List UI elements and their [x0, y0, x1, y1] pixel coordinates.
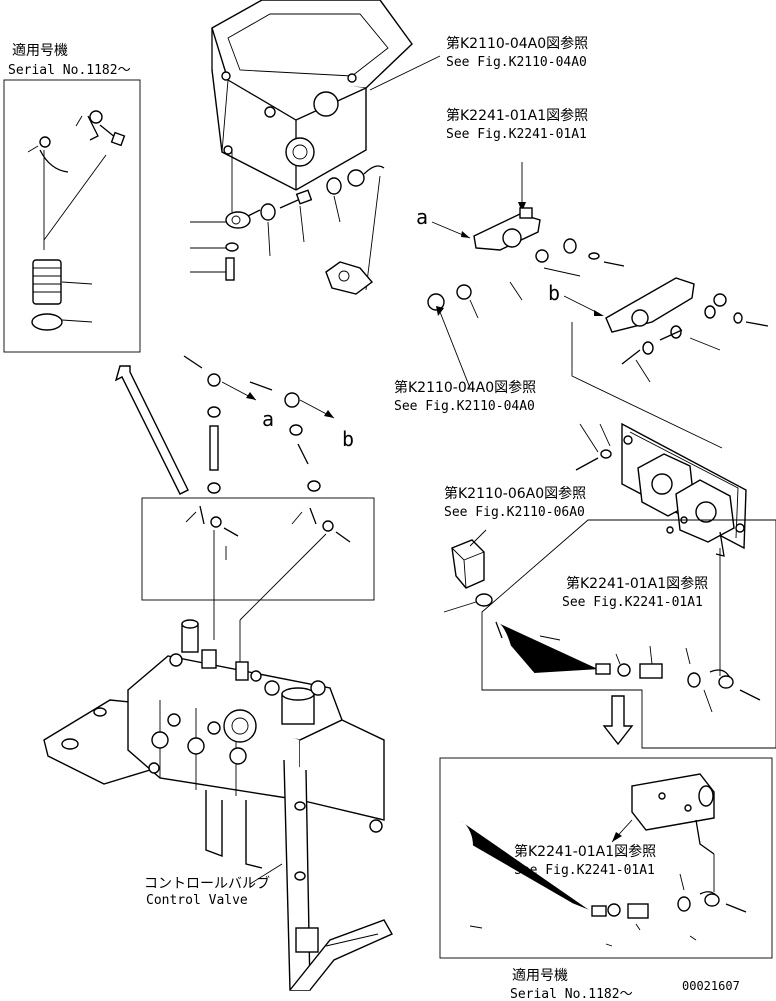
marker-a-mid: a [262, 407, 274, 431]
ref2-jp: 第K2241-01A1図参照 [446, 107, 588, 124]
ref1-en: See Fig.K2110-04A0 [446, 55, 587, 70]
inset-bottom-right-en: Serial No.1182～ [510, 987, 633, 1001]
ref5-en: See Fig.K2241-01A1 [562, 595, 703, 610]
inset-parts [27, 110, 126, 331]
inset-box-top-left: 適用号機 Serial No.1182～ [3, 42, 141, 353]
arrow-down [602, 695, 634, 746]
lever-b-group: b [548, 277, 769, 449]
lever-a-group: a [416, 162, 625, 267]
inset-bottom-right-label: 適用号機 Serial No.1182～ [510, 967, 633, 1001]
marker-b-top: b [548, 281, 560, 305]
ref1-jp: 第K2110-04A0図参照 [446, 35, 588, 52]
ref-label-6: 第K2241-01A1図参照 See Fig.K2241-01A1 [514, 843, 656, 878]
detail-box-right [481, 519, 776, 749]
hinge-bracket [575, 422, 747, 557]
marker-a-top: a [416, 205, 428, 229]
control-valve [43, 619, 393, 991]
ref-label-4: 第K2110-06A0図参照 See Fig.K2110-06A0 [444, 485, 586, 520]
inset-top-left-jp: 適用号機 [12, 42, 68, 59]
arrow-to-inset [114, 365, 189, 495]
drawing-number: 00021607 [682, 979, 740, 993]
ref-label-3: 第K2110-04A0図参照 See Fig.K2110-04A0 [394, 379, 536, 414]
inset-box-bottom-right [439, 757, 773, 959]
inset-bottom-right-jp: 適用号機 [512, 967, 568, 984]
linkage-parts-center: a b [183, 355, 354, 494]
control-valve-en: Control Valve [146, 893, 248, 908]
detail-box-center [141, 497, 375, 662]
ref3-en: See Fig.K2110-04A0 [394, 399, 535, 414]
ref2-en: See Fig.K2241-01A1 [446, 127, 587, 142]
ref6-en: See Fig.K2241-01A1 [514, 863, 655, 878]
control-valve-label: コントロールバルブ Control Valve [144, 863, 283, 908]
ref-label-5: 第K2241-01A1図参照 See Fig.K2241-01A1 [562, 575, 708, 610]
ref-label-2: 第K2241-01A1図参照 See Fig.K2241-01A1 [446, 107, 588, 142]
ref6-jp: 第K2241-01A1図参照 [514, 843, 656, 860]
knob-block [443, 529, 493, 613]
ref5-jp: 第K2241-01A1図参照 [566, 575, 708, 592]
ref4-jp: 第K2110-06A0図参照 [444, 485, 586, 502]
inset-top-left-en: Serial No.1182～ [8, 63, 131, 78]
control-valve-jp: コントロールバルブ [144, 875, 270, 892]
middle-rod [427, 266, 581, 389]
ref4-en: See Fig.K2110-06A0 [444, 505, 585, 520]
housing-box [211, 0, 441, 191]
linkage-parts-upper [190, 150, 385, 295]
ref3-jp: 第K2110-04A0図参照 [394, 379, 536, 396]
ref-label-1: 第K2110-04A0図参照 See Fig.K2110-04A0 [446, 35, 588, 70]
marker-b-mid: b [342, 427, 354, 451]
